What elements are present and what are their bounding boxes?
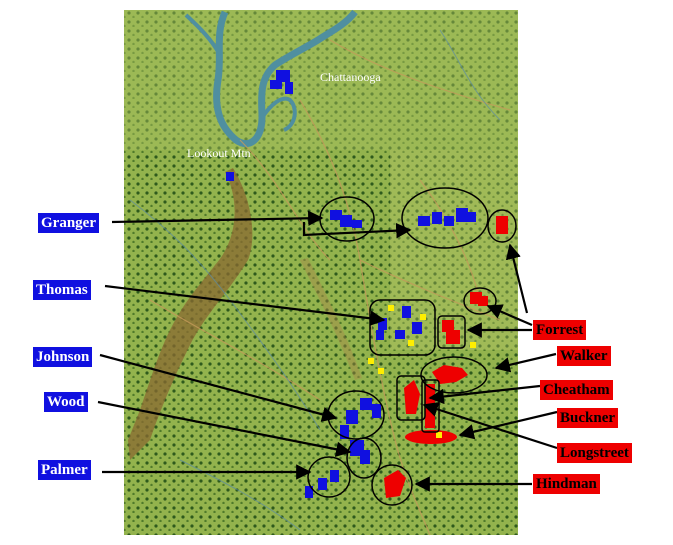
label-walker: Walker <box>557 346 611 366</box>
union-unit-johnson <box>346 398 381 424</box>
lookout-ridge <box>128 168 253 460</box>
conf-unit-walker <box>442 320 460 344</box>
label-hindman: Hindman <box>533 474 600 494</box>
conf-unit-forrest-south <box>470 292 488 306</box>
label-johnson: Johnson <box>33 347 93 367</box>
terrain-area <box>124 10 518 535</box>
label-granger: Granger <box>38 213 99 233</box>
union-unit-wood <box>340 425 370 464</box>
label-palmer: Palmer <box>38 460 91 480</box>
unit-highlights <box>307 187 517 506</box>
label-forrest: Forrest <box>533 320 587 340</box>
label-wood: Wood <box>44 392 88 412</box>
union-unit-granger-east <box>418 208 476 226</box>
union-unit-chattanooga <box>270 70 293 94</box>
place-lookout-mtn: Lookout Mtn <box>187 146 251 160</box>
union-units <box>226 70 476 498</box>
union-unit-palmer <box>305 470 339 498</box>
union-unit-lookout <box>226 172 234 181</box>
river-branch <box>184 13 222 56</box>
label-cheatham: Cheatham <box>540 380 613 400</box>
annotation-arrows <box>97 210 558 492</box>
terrain-tint-north <box>124 10 518 150</box>
label-thomas: Thomas <box>33 280 91 300</box>
conf-unit-hindman <box>384 470 406 498</box>
place-chattanooga: Chattanooga <box>320 70 381 84</box>
yellow-markers <box>368 305 476 438</box>
label-longstreet: Longstreet <box>557 443 632 463</box>
conf-unit-cheatham <box>432 365 468 384</box>
conf-unit-reserve <box>405 430 457 444</box>
label-buckner: Buckner <box>557 408 619 428</box>
union-unit-granger-west <box>330 210 362 228</box>
confederate-units <box>384 216 508 498</box>
river-loop <box>260 96 297 132</box>
creeks <box>129 29 501 531</box>
conf-unit-forrest-north <box>496 216 508 234</box>
tennessee-river <box>213 9 358 148</box>
missionary-ridge <box>300 258 362 380</box>
conf-unit-buckner <box>404 380 420 414</box>
